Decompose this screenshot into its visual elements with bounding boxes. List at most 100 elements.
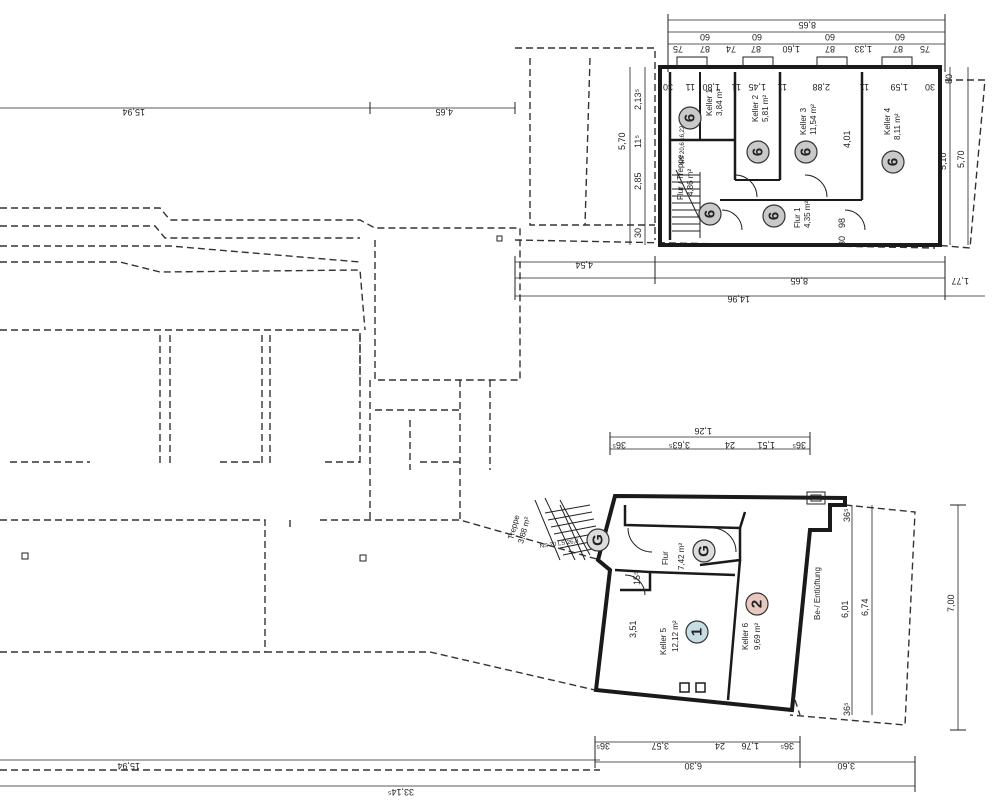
room-flur-treppe-area: 4,86 m² (686, 169, 695, 196)
left-dimension-lines: 15,94 4,65 15,94 33,14⁵ (0, 102, 915, 797)
existing-building-outline (0, 207, 601, 771)
svg-text:1: 1 (689, 628, 706, 636)
lower-dim-bot-357: 3,57 (651, 741, 669, 751)
badge-flur-1: 6 (762, 204, 786, 228)
lower-dim-top-3635: 3,63⁵ (668, 440, 690, 450)
dim-total: 33,14⁵ (387, 787, 414, 797)
upper-dim-top-total: 8,65 (798, 20, 816, 30)
badge-keller-3: 6 (794, 140, 818, 164)
dim-left-bottom: 15,94 (117, 761, 140, 771)
lower-dim-bot-365a: 36⁵ (596, 741, 610, 751)
room-keller-5-name: Keller 5 (659, 627, 668, 655)
upper-dim-top-60b: 60 (752, 32, 762, 42)
room-keller-4-name: Keller 4 (883, 107, 892, 135)
lower-dim-bot-176: 1,76 (741, 741, 759, 751)
upper-stairs (672, 169, 701, 238)
upper-dim-left-30: 30 (633, 228, 643, 238)
upper-dim-top-60a: 60 (700, 32, 710, 42)
upper-dim-bottom-454: 4,54 (575, 260, 593, 270)
lower-dim-155: 15⁵ (632, 571, 642, 585)
room-flur-area: 7,42 m² (677, 543, 686, 570)
upper-dim-inner-401: 4,01 (842, 130, 852, 148)
upper-dim-right-510: 5,10 (938, 152, 948, 170)
upper-dim-left-115: 11⁵ (633, 135, 643, 148)
upper-outer-wall (658, 65, 942, 247)
lower-outer-wall (593, 493, 847, 713)
room-keller-5-area: 12,12 m² (671, 620, 680, 652)
room-keller-3-area: 11,54 m² (809, 104, 818, 135)
room-keller-4-area: 8,11 m² (893, 113, 902, 140)
room-keller-3-name: Keller 3 (799, 107, 808, 135)
upper-dim-right-570: 5,70 (956, 150, 966, 168)
badge-keller-1: 6 (678, 106, 702, 130)
svg-text:6: 6 (682, 114, 699, 122)
room-keller-1-name: Keller 1 (705, 88, 714, 116)
upper-dim-bottom-1496: 14,96 (727, 294, 750, 304)
badge-keller-2: 6 (746, 140, 770, 164)
badge-keller-4: 6 (881, 150, 905, 174)
room-keller-1-area: 3,84 m² (715, 89, 724, 116)
upper-dim-inner-30b: 30 (925, 82, 935, 92)
lower-dim-bot-630: 6,30 (684, 761, 702, 771)
svg-text:G: G (696, 545, 713, 557)
upper-dim-30-bottom: 30 (837, 236, 847, 246)
upper-dim-inner-145: 1,45 (748, 82, 766, 92)
lower-dim-top-126: 1,26 (694, 426, 712, 436)
upper-dim-98: 98 (837, 218, 847, 228)
upper-dim-87b: 87 (751, 44, 761, 54)
lower-dim-right-700: 7,00 (946, 594, 956, 612)
lower-dim-top-24: 24 (725, 440, 735, 450)
svg-text:6: 6 (885, 158, 902, 166)
upper-dim-74: 74 (726, 44, 736, 54)
room-keller-6-area: 9,69 m² (753, 623, 762, 650)
upper-dim-inner-159: 1,59 (890, 82, 908, 92)
lower-dim-bot-24: 24 (715, 741, 725, 751)
lower-dim-top-365b: 36⁵ (792, 440, 806, 450)
upper-dim-inner-11b: 11 (732, 82, 741, 92)
room-keller-2-area: 5,81 m² (761, 95, 770, 122)
room-keller-2-name: Keller 2 (751, 94, 760, 122)
badge-keller-6: 2 (745, 592, 769, 616)
room-flur-name: Flur (661, 551, 670, 565)
badge-keller-5: 1 (685, 620, 709, 644)
upper-block: Keller 1 3,84 m² Keller 2 5,81 m² Keller… (514, 14, 986, 304)
lower-dim-top-365a: 36⁵ (612, 440, 626, 450)
upper-dim-inner-180: 1,80 (702, 82, 720, 92)
lower-block: Treppe 3,88 m² NS 20 LS 26,8 Flur 7,42 m… (506, 426, 966, 792)
dim-left-top-a: 15,94 (122, 107, 145, 117)
upper-dim-inner-11a: 11 (686, 82, 695, 92)
room-flur-treppe-name: Flur / Treppe (676, 154, 685, 200)
upper-dim-inner-30a: 30 (663, 82, 673, 92)
dim-left-top-b: 4,65 (435, 107, 453, 117)
lower-dim-top-151: 1,51 (757, 440, 775, 450)
lower-dim-right-365b: 36⁵ (842, 702, 852, 716)
vent-label: Be-/ Entlüftung (813, 567, 822, 620)
svg-text:6: 6 (798, 148, 815, 156)
upper-dim-top-60d: 60 (895, 32, 905, 42)
lower-stairs (534, 497, 603, 561)
room-flur-1-name: Flur 1 (793, 207, 802, 228)
lower-dim-bot-365b: 36⁵ (780, 741, 794, 751)
svg-text:6: 6 (750, 148, 767, 156)
svg-text:6: 6 (766, 212, 783, 220)
upper-dim-left-570: 5,70 (617, 132, 627, 150)
badge-treppe: G (586, 528, 610, 552)
lower-dim-right-601: 6,01 (840, 600, 850, 618)
upper-dim-inner-11c: 11 (778, 82, 787, 92)
upper-dim-87a: 87 (700, 44, 710, 54)
svg-text:2: 2 (749, 600, 766, 608)
lower-dim-bot-360: 3,60 (837, 761, 855, 771)
upper-dim-160: 1,60 (782, 44, 800, 54)
upper-dim-75b: 75 (920, 44, 930, 54)
upper-dim-133: 1,33 (854, 44, 872, 54)
lower-dim-351: 3,51 (628, 620, 638, 638)
room-flur-1-area: 4,35 m² (803, 201, 812, 228)
upper-dim-top-60c: 60 (825, 32, 835, 42)
badge-flur: G (692, 539, 716, 563)
lower-dim-right-674: 6,74 (860, 598, 870, 616)
upper-dim-inner-11d: 11 (860, 82, 869, 92)
upper-dim-87d: 87 (893, 44, 903, 54)
upper-stair-note: NS 20,6 16,22 (680, 125, 686, 164)
upper-dim-right-80: 80 (944, 74, 954, 84)
